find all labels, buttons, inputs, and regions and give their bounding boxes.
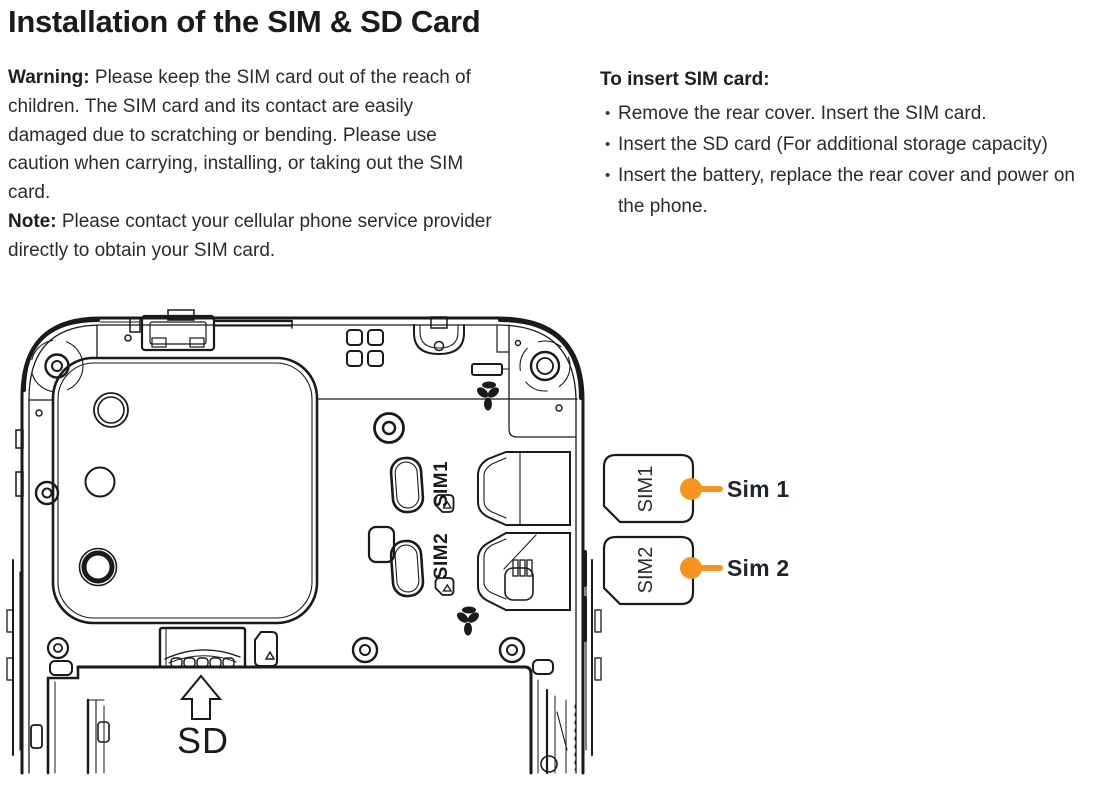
torx-icon bbox=[482, 381, 496, 389]
up-arrow-icon bbox=[179, 674, 223, 720]
screw-icon bbox=[351, 636, 379, 664]
sim1-slot-label: SIM1 bbox=[431, 461, 452, 507]
page-title: Installation of the SIM & SD Card bbox=[8, 4, 481, 39]
bullet-dot-icon: • bbox=[605, 136, 611, 153]
callout-dot-sim2 bbox=[680, 557, 702, 579]
sd-label: SD bbox=[177, 720, 229, 761]
sim1-slot bbox=[477, 451, 571, 526]
ring-screws bbox=[34, 350, 561, 676]
screw-icon bbox=[498, 636, 526, 664]
sim1-card-label: SIM1 bbox=[635, 466, 657, 513]
warning-paragraph: Warning: Please keep the SIM card out of… bbox=[8, 64, 494, 208]
microsd-icon bbox=[254, 631, 278, 667]
note-text: Please contact your cellular phone servi… bbox=[8, 210, 492, 261]
step-text: Insert the SD card (For additional stora… bbox=[618, 134, 1048, 155]
warning-label: Warning: bbox=[8, 67, 90, 88]
sim2-slot bbox=[477, 532, 571, 611]
sim2-notch-icon bbox=[434, 577, 455, 596]
step-text: Remove the rear cover. Insert the SIM ca… bbox=[618, 103, 987, 124]
step-text: Insert the battery, replace the rear cov… bbox=[618, 165, 1075, 217]
list-item: • Remove the rear cover. Insert the SIM c… bbox=[600, 98, 1105, 129]
top-right-section bbox=[28, 324, 578, 438]
sim-slot-labels: SIM1 SIM2 bbox=[431, 461, 455, 596]
bullet-dot-icon: • bbox=[605, 105, 611, 122]
callout-label-sim1: Sim 1 bbox=[727, 476, 790, 502]
diagram-linework: SIM1 SIM2 bbox=[6, 309, 723, 775]
screw-icon bbox=[373, 412, 405, 444]
phone-body-outline bbox=[15, 316, 587, 775]
contact-pads-grid bbox=[346, 329, 384, 367]
sd-insert-arrow: SD bbox=[177, 674, 229, 761]
sim-rubber-plugs bbox=[367, 456, 425, 598]
camera-lens-top bbox=[93, 392, 129, 428]
camera-lens-bottom bbox=[78, 547, 118, 587]
torx-screws bbox=[457, 381, 499, 636]
list-item: • Insert the battery, replace the rear co… bbox=[600, 160, 1105, 222]
instructions-heading: To insert SIM card: bbox=[600, 69, 770, 90]
note-paragraph: Note: Please contact your cellular phone… bbox=[8, 208, 494, 266]
warning-note-paragraphs: Warning: Please keep the SIM card out of… bbox=[8, 64, 494, 266]
side-rails bbox=[6, 559, 602, 756]
sim2-card-label: SIM2 bbox=[635, 547, 657, 594]
callout-markers bbox=[680, 478, 723, 579]
antenna-hook bbox=[413, 316, 465, 356]
note-label: Note: bbox=[8, 210, 57, 232]
screw-icon bbox=[44, 353, 70, 379]
top-left-panel bbox=[30, 321, 141, 417]
bullet-dot-icon: • bbox=[605, 167, 611, 184]
sim1-notch-icon bbox=[434, 494, 455, 513]
battery-compartment bbox=[46, 665, 576, 775]
camera-module bbox=[51, 356, 319, 625]
sim2-slot-label: SIM2 bbox=[431, 533, 452, 579]
top-connector bbox=[129, 309, 294, 352]
sim-card-1: SIM1 bbox=[602, 453, 695, 524]
callout-dot-sim1 bbox=[680, 478, 702, 500]
sim-card-2: SIM2 bbox=[602, 535, 695, 606]
camera-lens-middle bbox=[84, 466, 116, 498]
warning-text: Please keep the SIM card out of the reac… bbox=[8, 67, 471, 204]
insert-sim-instructions: To insert SIM card: • Remove the rear cov… bbox=[600, 64, 1105, 222]
screw-icon bbox=[46, 636, 70, 660]
screw-icon bbox=[529, 350, 561, 382]
list-item: • Insert the SD card (For additional stor… bbox=[600, 129, 1105, 160]
callout-label-sim2: Sim 2 bbox=[727, 555, 790, 581]
instructions-list: • Remove the rear cover. Insert the SIM c… bbox=[600, 98, 1105, 222]
sd-card-slot bbox=[156, 626, 249, 669]
torx-icon bbox=[462, 606, 476, 614]
screw-icon bbox=[34, 480, 60, 506]
